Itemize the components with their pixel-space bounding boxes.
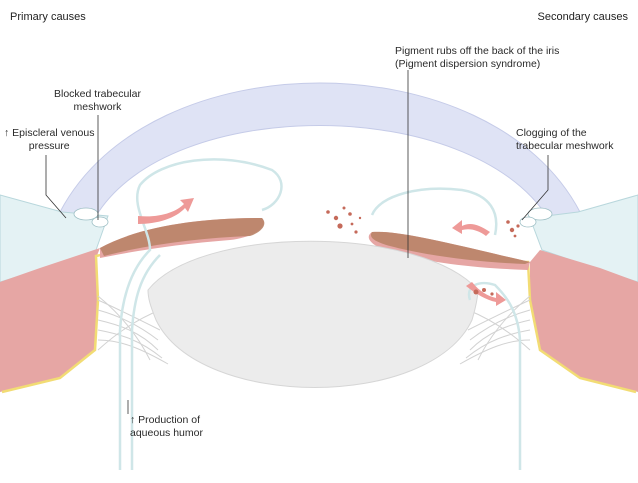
- arrow-right-upper: [452, 220, 490, 236]
- secondary-causes-heading: Secondary causes: [537, 11, 629, 23]
- iris-pigment-left: [100, 218, 265, 256]
- arrow-left: [138, 198, 194, 224]
- leader-episcleral: [45, 155, 67, 219]
- clogging-meshwork-label: Clogging of the trabecular meshwork: [516, 127, 614, 152]
- pigment-particles-right: [473, 220, 520, 296]
- pigment-rubs-label: Pigment rubs off the back of the iris: [395, 45, 560, 57]
- trabecular-meshwork-right: [519, 207, 553, 228]
- aqueous-flow-left: [118, 158, 283, 470]
- ciliary-body-right: [530, 250, 638, 392]
- aqueous-production-label: ↑ Production of aqueous humor: [130, 414, 203, 439]
- sclera-right: [529, 194, 638, 283]
- leader-lines: [45, 70, 549, 414]
- pigment-particles-center: [326, 206, 362, 234]
- primary-causes-heading: Primary causes: [10, 11, 86, 23]
- leader-clogging: [521, 155, 549, 221]
- iris-pigment-right: [370, 231, 530, 264]
- arrow-right-lower: [466, 282, 506, 306]
- episcleral-pressure-label: ↑ Episcleral venous pressure: [4, 127, 95, 152]
- lens: [147, 240, 479, 388]
- blocked-meshwork-label: Blocked trabecular meshwork: [54, 88, 141, 113]
- ciliary-body-left: [0, 248, 100, 392]
- pigment-dispersion-label: (Pigment dispersion syndrome): [395, 58, 541, 70]
